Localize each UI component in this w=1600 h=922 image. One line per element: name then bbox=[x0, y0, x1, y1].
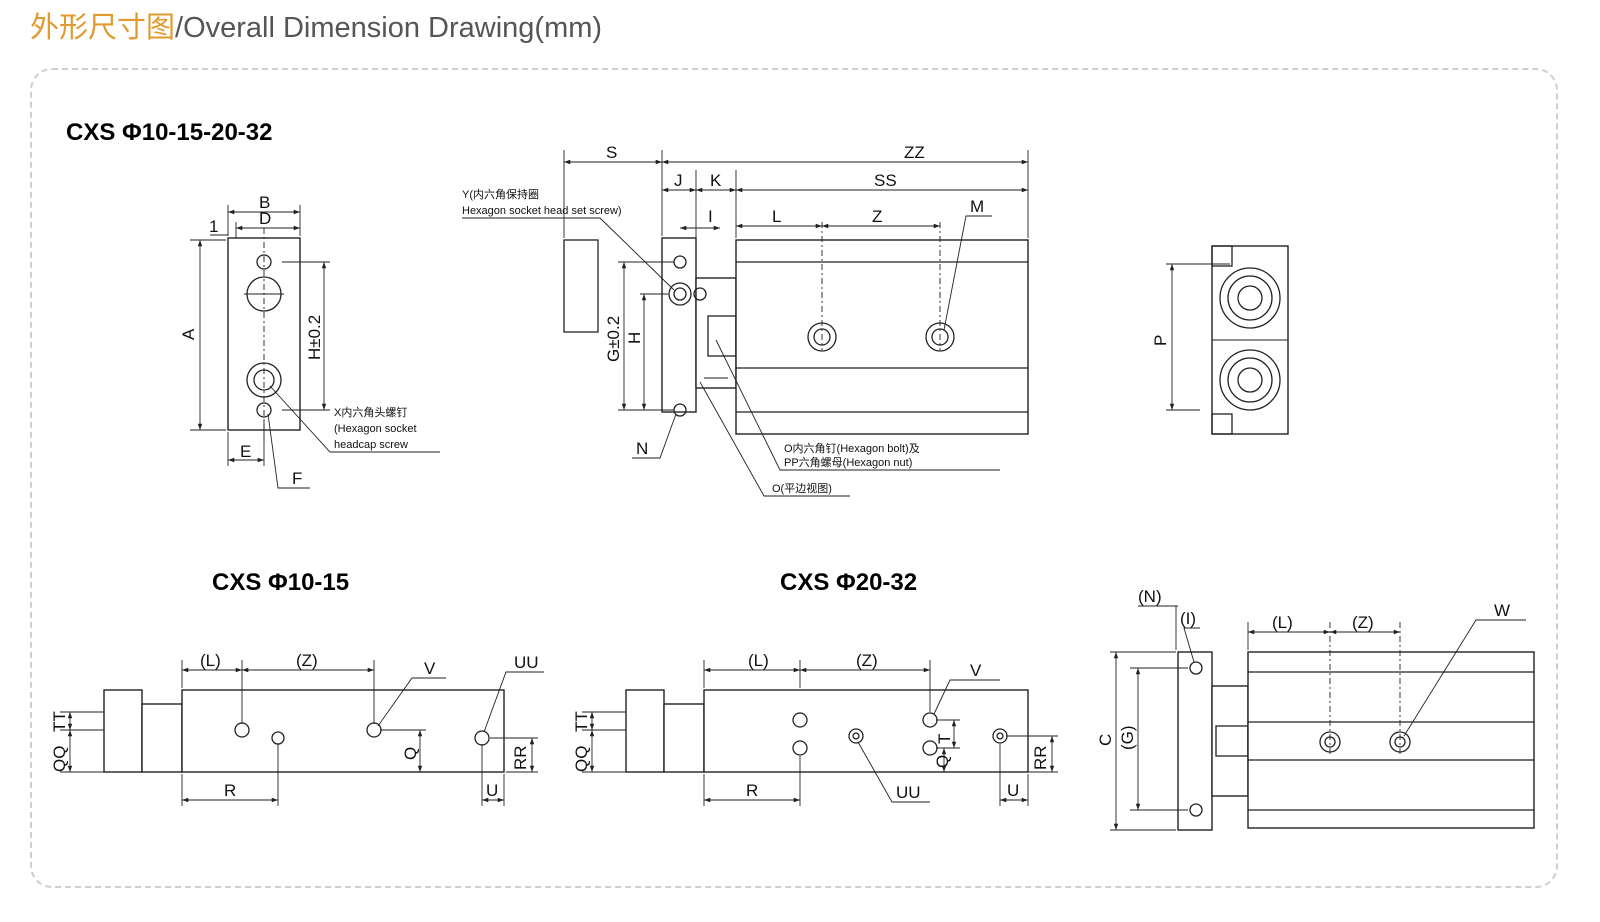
b3-end-plate bbox=[1177, 651, 1213, 831]
title-bottom-left: CXS Φ10-15 bbox=[212, 569, 349, 596]
bottom-right-view: (L) (Z) W (N) (I) C (G) bbox=[1096, 587, 1535, 831]
b3-dim-L: (L) bbox=[1272, 613, 1293, 632]
b2-dim-TT: TT bbox=[572, 711, 591, 732]
page-header: 外形尺寸图/Overall Dimension Drawing(mm) bbox=[30, 4, 602, 46]
b1-dim-Q: Q bbox=[401, 747, 420, 760]
dim-M: M bbox=[970, 197, 984, 216]
cylinder-body bbox=[735, 239, 1029, 435]
b1-dim-U: U bbox=[486, 781, 498, 800]
dim-B: B bbox=[259, 193, 270, 212]
dim-F: F bbox=[292, 469, 302, 488]
side-end-plate bbox=[661, 237, 697, 413]
b1-body bbox=[181, 689, 505, 773]
b2-body bbox=[703, 689, 1029, 773]
b2-dim-V: V bbox=[970, 661, 982, 680]
dim-Z: Z bbox=[872, 207, 882, 226]
b1-dim-TT: TT bbox=[50, 711, 69, 732]
note-x-line1: X内六角头螺钉 bbox=[334, 405, 407, 419]
note-o-line1: O内六角钉(Hexagon bolt)及 bbox=[784, 441, 920, 455]
dim-S: S bbox=[606, 143, 617, 162]
note-y-line1: Y(内六角保持圈 bbox=[462, 187, 539, 201]
b3-dim-I: (I) bbox=[1180, 609, 1196, 628]
dim-H-side: H bbox=[625, 332, 644, 344]
dim-ZZ: ZZ bbox=[904, 143, 925, 162]
b2-dim-T: T bbox=[935, 734, 954, 744]
b2-dim-QQ: QQ bbox=[572, 746, 591, 772]
b1-dim-R: R bbox=[224, 781, 236, 800]
bottom-mid-view: (L) (Z) V UU TT QQ T Q RR R U bbox=[572, 651, 1058, 806]
b1-dim-UU: UU bbox=[514, 653, 539, 672]
b2-dim-L: (L) bbox=[748, 651, 769, 670]
dim-D: D bbox=[259, 209, 271, 228]
dim-G: G±0.2 bbox=[604, 316, 623, 362]
dim-J: J bbox=[674, 171, 683, 190]
b1-dim-RR: RR bbox=[511, 745, 530, 770]
b2-dim-Q: Q bbox=[933, 755, 952, 768]
header-title-en: /Overall Dimension Drawing(mm) bbox=[175, 12, 603, 44]
note-o-line3: O(平边视图) bbox=[772, 481, 832, 495]
dim-SS: SS bbox=[874, 171, 897, 190]
dim-I: I bbox=[708, 207, 713, 226]
b3-body bbox=[1247, 651, 1535, 829]
b1-dim-V: V bbox=[424, 659, 436, 678]
title-top: CXS Φ10-15-20-32 bbox=[66, 119, 272, 146]
note-y-line2: Hexagon socket head set screw) bbox=[462, 205, 622, 217]
dim-N: N bbox=[636, 439, 648, 458]
dim-K: K bbox=[710, 171, 722, 190]
title-bottom-mid: CXS Φ20-32 bbox=[780, 569, 917, 596]
end-view: P bbox=[1151, 245, 1289, 435]
drawing-frame bbox=[30, 68, 1558, 888]
b1-dim-Z: (Z) bbox=[296, 651, 318, 670]
side-view: S ZZ J K SS I L Z M G±0.2 H N Y(内六角保持圈 H… bbox=[462, 143, 1029, 497]
workpiece-block bbox=[563, 239, 599, 333]
note-o-line2: PP六角螺母(Hexagon nut) bbox=[784, 456, 912, 469]
dim-one: 1 bbox=[209, 217, 218, 236]
bottom-left-view: (L) (Z) V UU TT QQ Q RR R U bbox=[50, 651, 544, 806]
b1-dim-QQ: QQ bbox=[50, 746, 69, 772]
b2-dim-UU: UU bbox=[896, 783, 921, 802]
b2-dim-R: R bbox=[746, 781, 758, 800]
b3-dim-C: C bbox=[1096, 734, 1115, 746]
dim-P: P bbox=[1151, 335, 1170, 346]
b3-dim-N: (N) bbox=[1138, 587, 1162, 606]
b1-dim-L: (L) bbox=[200, 651, 221, 670]
note-x-line3: headcap screw bbox=[334, 439, 408, 451]
b3-dim-G: (G) bbox=[1118, 725, 1137, 750]
b3-dim-Z: (Z) bbox=[1352, 613, 1374, 632]
b3-dim-W: W bbox=[1494, 601, 1510, 620]
front-view: A B D 1 H±0.2 E F X内六角头螺钉 (Hexagon socke… bbox=[179, 193, 440, 489]
dim-A: A bbox=[179, 328, 198, 340]
header-title-cn: 外形尺寸图 bbox=[30, 12, 176, 44]
b2-dim-U: U bbox=[1007, 781, 1019, 800]
dim-E: E bbox=[240, 442, 251, 461]
dim-L: L bbox=[772, 207, 781, 226]
dim-H: H±0.2 bbox=[305, 315, 324, 360]
b2-dim-Z: (Z) bbox=[856, 651, 878, 670]
note-x-line2: (Hexagon socket bbox=[334, 423, 417, 435]
b2-dim-RR: RR bbox=[1031, 745, 1050, 770]
